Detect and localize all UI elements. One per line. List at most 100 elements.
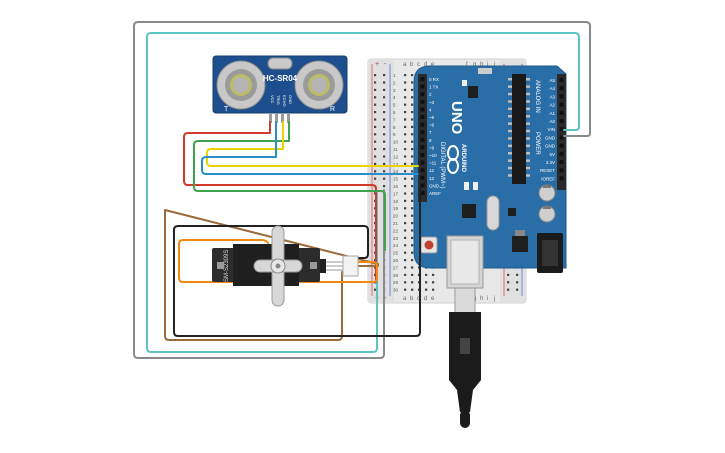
rail-hole[interactable] bbox=[507, 281, 510, 284]
breadboard-hole[interactable] bbox=[404, 281, 407, 284]
rail-hole[interactable] bbox=[507, 288, 510, 291]
rail-hole[interactable] bbox=[374, 133, 377, 136]
breadboard-hole[interactable] bbox=[411, 266, 414, 269]
breadboard-hole[interactable] bbox=[404, 229, 407, 232]
rail-hole[interactable] bbox=[383, 177, 386, 180]
digital-pin[interactable] bbox=[420, 130, 425, 135]
breadboard-hole[interactable] bbox=[404, 140, 407, 143]
breadboard-hole[interactable] bbox=[404, 236, 407, 239]
header-pin[interactable] bbox=[559, 135, 564, 140]
breadboard-hole[interactable] bbox=[404, 199, 407, 202]
rail-hole[interactable] bbox=[516, 281, 519, 284]
rail-hole[interactable] bbox=[516, 288, 519, 291]
rail-hole[interactable] bbox=[383, 118, 386, 121]
breadboard-hole[interactable] bbox=[411, 288, 414, 291]
header-pin[interactable] bbox=[559, 151, 564, 156]
rail-hole[interactable] bbox=[374, 96, 377, 99]
header-pin[interactable] bbox=[559, 119, 564, 123]
breadboard-hole[interactable] bbox=[411, 111, 414, 114]
rail-hole[interactable] bbox=[516, 273, 519, 276]
digital-pin[interactable] bbox=[420, 191, 425, 195]
digital-pin[interactable] bbox=[420, 175, 425, 180]
header-pin[interactable] bbox=[559, 176, 564, 181]
rail-hole[interactable] bbox=[383, 74, 386, 77]
breadboard-hole[interactable] bbox=[411, 236, 414, 239]
breadboard-hole[interactable] bbox=[411, 88, 414, 91]
breadboard-hole[interactable] bbox=[411, 281, 414, 284]
header-pin[interactable] bbox=[559, 94, 564, 99]
breadboard-hole[interactable] bbox=[411, 192, 414, 195]
rail-hole[interactable] bbox=[374, 125, 377, 128]
rail-hole[interactable] bbox=[374, 155, 377, 158]
rail-hole[interactable] bbox=[383, 170, 386, 173]
breadboard-hole[interactable] bbox=[404, 222, 407, 225]
rail-hole[interactable] bbox=[383, 155, 386, 158]
digital-pin[interactable] bbox=[420, 160, 425, 165]
breadboard-hole[interactable] bbox=[411, 244, 414, 247]
breadboard-hole[interactable] bbox=[404, 170, 407, 173]
rail-hole[interactable] bbox=[383, 103, 386, 106]
rail-hole[interactable] bbox=[374, 118, 377, 121]
breadboard-hole[interactable] bbox=[404, 96, 407, 99]
header-pin[interactable] bbox=[559, 78, 564, 82]
breadboard-hole[interactable] bbox=[411, 229, 414, 232]
header-pin[interactable] bbox=[559, 143, 564, 148]
breadboard-hole[interactable] bbox=[432, 281, 435, 284]
breadboard-hole[interactable] bbox=[404, 125, 407, 128]
rail-hole[interactable] bbox=[374, 111, 377, 114]
rail-hole[interactable] bbox=[383, 140, 386, 143]
breadboard-hole[interactable] bbox=[411, 155, 414, 158]
breadboard-hole[interactable] bbox=[404, 74, 407, 77]
breadboard-hole[interactable] bbox=[425, 281, 428, 284]
breadboard-hole[interactable] bbox=[404, 266, 407, 269]
digital-pin[interactable] bbox=[420, 92, 425, 97]
digital-pin[interactable] bbox=[420, 115, 425, 119]
rail-hole[interactable] bbox=[374, 177, 377, 180]
breadboard-hole[interactable] bbox=[404, 111, 407, 114]
breadboard-hole[interactable] bbox=[411, 214, 414, 217]
breadboard-hole[interactable] bbox=[404, 155, 407, 158]
rail-hole[interactable] bbox=[374, 81, 377, 84]
breadboard-hole[interactable] bbox=[404, 244, 407, 247]
breadboard-hole[interactable] bbox=[411, 170, 414, 173]
digital-pin[interactable] bbox=[420, 145, 425, 150]
breadboard-hole[interactable] bbox=[404, 81, 407, 84]
rail-hole[interactable] bbox=[383, 111, 386, 114]
digital-pin[interactable] bbox=[420, 183, 425, 188]
breadboard-hole[interactable] bbox=[411, 140, 414, 143]
breadboard-hole[interactable] bbox=[411, 162, 414, 165]
reset-button-cap[interactable] bbox=[424, 240, 434, 250]
breadboard-hole[interactable] bbox=[411, 96, 414, 99]
digital-pin[interactable] bbox=[420, 84, 425, 89]
breadboard-hole[interactable] bbox=[404, 207, 407, 210]
rail-hole[interactable] bbox=[383, 125, 386, 128]
breadboard-hole[interactable] bbox=[411, 199, 414, 202]
breadboard-hole[interactable] bbox=[411, 222, 414, 225]
breadboard-hole[interactable] bbox=[404, 288, 407, 291]
rail-hole[interactable] bbox=[383, 88, 386, 91]
digital-pin[interactable] bbox=[420, 137, 425, 142]
breadboard-hole[interactable] bbox=[404, 214, 407, 217]
breadboard-hole[interactable] bbox=[411, 125, 414, 128]
breadboard-hole[interactable] bbox=[404, 133, 407, 136]
breadboard-hole[interactable] bbox=[411, 177, 414, 180]
rail-hole[interactable] bbox=[383, 81, 386, 84]
breadboard-hole[interactable] bbox=[425, 273, 428, 276]
breadboard-hole[interactable] bbox=[404, 273, 407, 276]
rail-hole[interactable] bbox=[383, 133, 386, 136]
rail-hole[interactable] bbox=[374, 162, 377, 165]
rail-hole[interactable] bbox=[383, 148, 386, 151]
header-pin[interactable] bbox=[559, 102, 564, 107]
digital-pin[interactable] bbox=[420, 168, 425, 173]
rail-hole[interactable] bbox=[374, 103, 377, 106]
breadboard-hole[interactable] bbox=[404, 259, 407, 262]
digital-pin[interactable] bbox=[420, 122, 425, 127]
header-pin[interactable] bbox=[559, 110, 564, 115]
rail-hole[interactable] bbox=[374, 288, 377, 291]
digital-pin[interactable] bbox=[420, 77, 425, 81]
rail-hole[interactable] bbox=[383, 162, 386, 165]
breadboard-hole[interactable] bbox=[411, 251, 414, 254]
breadboard-hole[interactable] bbox=[404, 192, 407, 195]
header-pin[interactable] bbox=[559, 86, 564, 91]
rail-hole[interactable] bbox=[507, 273, 510, 276]
